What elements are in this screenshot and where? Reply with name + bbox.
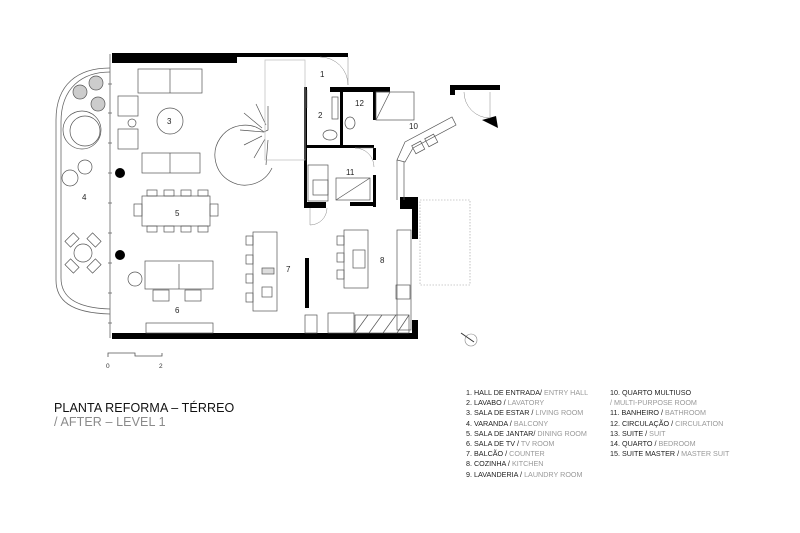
walls xyxy=(112,53,500,339)
legend-item: 3. SALA DE ESTAR / LIVING ROOM xyxy=(466,408,584,418)
svg-text:6: 6 xyxy=(175,306,180,315)
legend-item: 10. QUARTO MULTIUSO xyxy=(610,388,692,397)
furniture xyxy=(61,59,457,334)
balcony-outline xyxy=(55,67,111,315)
legend-item: 9. LAVANDERIA / LAUNDRY ROOM xyxy=(466,469,583,479)
north-arrow-icon xyxy=(460,332,478,347)
svg-text:10: 10 xyxy=(409,122,418,131)
svg-text:0: 0 xyxy=(106,363,110,370)
svg-text:8: 8 xyxy=(380,256,385,265)
legend-column-1: 1. HALL DE ENTRADA/ ENTRY HALL 2. LAVABO… xyxy=(466,388,588,480)
svg-text:5: 5 xyxy=(175,209,180,218)
drawing-title: PLANTA REFORMA – TÉRREO / AFTER – LEVEL … xyxy=(54,401,234,429)
svg-text:11: 11 xyxy=(346,168,355,177)
scale-bar: 0 2 xyxy=(106,352,163,370)
legend-item: 15. SUITE MASTER / MASTER SUIT xyxy=(610,449,730,459)
legend-item: 13. SUITE / SUIT xyxy=(610,428,666,438)
svg-text:4: 4 xyxy=(82,193,87,202)
svg-text:2: 2 xyxy=(318,111,323,120)
title-portuguese: PLANTA REFORMA – TÉRREO xyxy=(54,401,235,415)
legend-item: 14. QUARTO / BEDROOM xyxy=(610,439,696,449)
legend-column-2: 10. QUARTO MULTIUSO / MULTI-PURPOSE ROOM… xyxy=(610,388,729,459)
pergola-outline xyxy=(419,199,471,286)
legend-item: 7. BALCÃO / COUNTER xyxy=(466,449,545,459)
svg-text:3: 3 xyxy=(167,117,172,126)
legend-item: 4. VARANDA / BALCONY xyxy=(466,418,549,428)
legend-item: 2. LAVABO / LAVATORY xyxy=(466,398,545,408)
legend-item: 12. CIRCULAÇÃO / CIRCULATION xyxy=(610,418,724,428)
legend-item: 8. COZINHA / KITCHEN xyxy=(466,459,544,469)
svg-text:2: 2 xyxy=(159,363,163,370)
column xyxy=(115,250,125,260)
legend-item: 6. SALA DE TV / TV ROOM xyxy=(466,439,555,449)
svg-text:1: 1 xyxy=(320,70,325,79)
legend-item: 11. BANHEIRO / BATHROOM xyxy=(610,408,706,418)
svg-text:12: 12 xyxy=(355,99,364,108)
legend-item: / MULTI-PURPOSE ROOM xyxy=(610,398,697,408)
room-numbers: 1 2 3 4 5 6 7 8 10 11 12 xyxy=(82,70,418,315)
door-swings xyxy=(306,56,491,226)
legend-item: 5. SALA DE JANTAR/ DINING ROOM xyxy=(466,428,587,438)
column xyxy=(115,168,125,178)
svg-text:7: 7 xyxy=(286,265,291,274)
glazing-line xyxy=(108,54,112,338)
title-english: / AFTER – LEVEL 1 xyxy=(54,415,166,429)
legend-item: 1. HALL DE ENTRADA/ ENTRY HALL xyxy=(466,388,589,397)
